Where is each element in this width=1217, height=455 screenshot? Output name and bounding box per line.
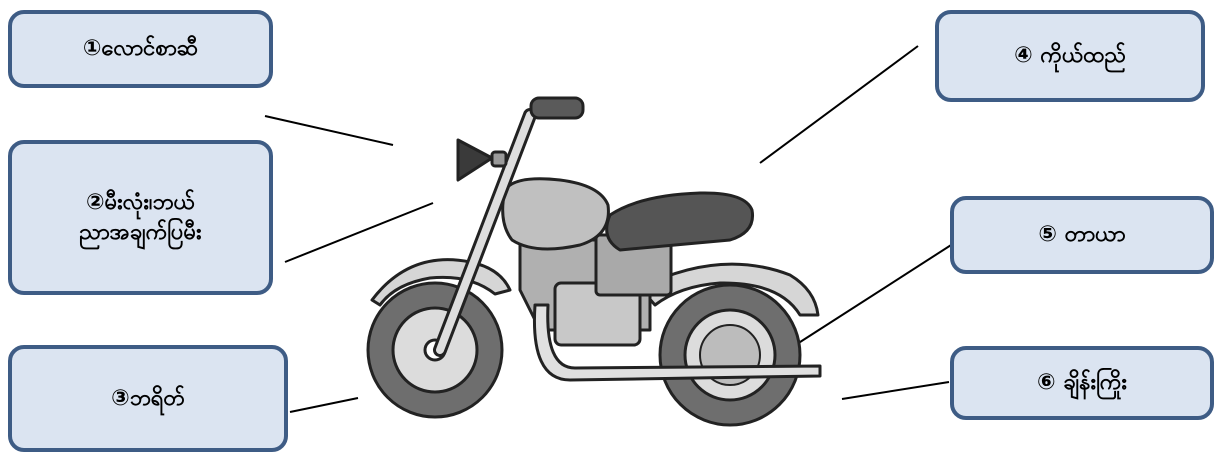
- leader-line-fuel: [265, 116, 393, 145]
- label-lights-line2: ညာအချက်ပြမီး: [79, 218, 201, 248]
- motorcycle-illustration: [368, 98, 820, 425]
- label-lights-line1: ②မီးလုံး၊ဘယ်: [79, 188, 201, 218]
- label-brake: ③ဘရိတ်: [8, 345, 288, 452]
- label-body: ④ ကိုယ်ထည်: [935, 10, 1205, 102]
- label-body-text: ④ ကိုယ်ထည်: [1014, 41, 1126, 71]
- label-brake-text: ③ဘရိတ်: [111, 384, 185, 414]
- leader-line-tire: [797, 238, 962, 344]
- label-lights: ②မီးလုံး၊ဘယ် ညာအချက်ပြမီး: [8, 140, 273, 295]
- label-chain-text: ⑥ ချိန်းကြိုး: [1037, 368, 1127, 398]
- leader-line-brake: [290, 398, 358, 412]
- leader-line-body: [760, 46, 918, 163]
- fuel-tank: [503, 179, 609, 249]
- label-fuel-text: ①လောင်စာဆီ: [83, 34, 198, 64]
- leader-line-chain: [842, 382, 949, 399]
- label-fuel: ①လောင်စာဆီ: [8, 10, 273, 88]
- rear-wheel: [660, 285, 800, 425]
- label-tire-text: ⑤ တာယာ: [1038, 220, 1125, 250]
- leader-line-lights: [285, 203, 433, 262]
- handlebar: [531, 98, 583, 118]
- headlight: [458, 140, 492, 180]
- seat: [607, 193, 753, 250]
- label-chain: ⑥ ချိန်းကြိုး: [950, 346, 1214, 420]
- label-tire: ⑤ တာယာ: [950, 196, 1214, 274]
